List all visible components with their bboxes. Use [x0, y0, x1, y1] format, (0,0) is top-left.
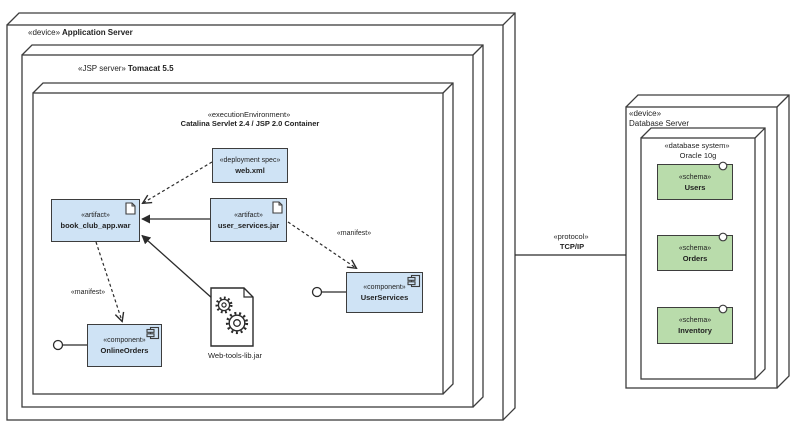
- app-server-stereotype: «device»: [28, 28, 61, 37]
- document-icon: [125, 202, 136, 215]
- user-services-stereotype: «component»: [363, 284, 406, 291]
- orders-name: Orders: [682, 253, 708, 263]
- userservices-interface-lollipop: [311, 286, 346, 298]
- deployment-spec-web-xml: «deployment spec» web.xml: [212, 148, 288, 183]
- inventory-name: Inventory: [678, 326, 712, 335]
- app-server-name: Application Server: [62, 28, 133, 37]
- manifest-right-text: «manifest»: [336, 230, 372, 237]
- manifest-jar-to-userservices: [287, 221, 356, 268]
- schema-inventory: «schema» Inventory: [657, 304, 733, 344]
- exec-env-stereotype: «executionEnvironment»: [207, 110, 291, 119]
- manifest-left-text: «manifest»: [70, 289, 106, 296]
- onlineorders-interface-lollipop: [52, 339, 87, 351]
- protocol-name: TCP/IP: [559, 242, 585, 251]
- manifest-label-right: «manifest»: [326, 230, 382, 238]
- user-services-name: UserServices: [360, 293, 409, 302]
- manifest-war-to-onlineorders: [95, 241, 122, 321]
- component-user-services: «component» UserServices: [346, 272, 423, 313]
- execution-environment-label: «executionEnvironment» Catalina Servlet …: [50, 110, 450, 128]
- component-icon: [146, 326, 160, 340]
- interface-circle-icon: [718, 232, 728, 242]
- schema-users: «schema» Users: [657, 161, 733, 200]
- exec-env-name: Catalina Servlet 2.4 / JSP 2.0 Container: [180, 118, 320, 128]
- jsp-server-stereotype: «JSP server»: [78, 64, 126, 73]
- protocol-stereotype: «protocol»: [553, 232, 589, 241]
- interface-circle-icon: [718, 304, 728, 314]
- db-server-label: «device» Database Server: [629, 109, 689, 129]
- db-server-stereotype: «device»: [629, 109, 662, 118]
- users-stereotype: «schema»: [678, 173, 712, 181]
- users-name: Users: [684, 182, 706, 192]
- orders-stereotype: «schema»: [678, 244, 712, 252]
- gears-document-icon: [210, 287, 254, 347]
- component-online-orders: «component» OnlineOrders: [87, 324, 162, 367]
- online-orders-name: OnlineOrders: [100, 346, 149, 355]
- web-xml-stereotype: «deployment spec»: [219, 157, 281, 164]
- manifest-label-left: «manifest»: [60, 289, 116, 297]
- web-tools-lib-name: Web-tools-lib.jar: [207, 351, 263, 360]
- web-xml-name: web.xml: [235, 166, 265, 175]
- app-server-label: «device»Application Server: [28, 28, 133, 37]
- war-stereotype: «artifact»: [81, 212, 110, 219]
- jar-name: user_services.jar: [217, 220, 280, 230]
- online-orders-stereotype: «component»: [103, 337, 146, 344]
- jsp-server-name: Tomacat 5.5: [127, 64, 174, 73]
- db-server-name: Database Server: [629, 119, 690, 128]
- artifact-user-services-jar: «artifact» user_services.jar: [210, 198, 287, 242]
- protocol-label: «protocol» TCP/IP: [522, 232, 622, 252]
- oracle-label: «database system» Oracle 10g: [641, 141, 755, 161]
- jsp-server-label: «JSP server»Tomacat 5.5: [78, 64, 174, 73]
- interface-circle-icon: [718, 161, 728, 171]
- artifact-book-club-app-war: «artifact» book_club_app.war: [51, 199, 140, 242]
- component-icon: [407, 274, 421, 288]
- oracle-name: Oracle 10g: [679, 151, 717, 160]
- schema-orders: «schema» Orders: [657, 232, 733, 271]
- dependency-webxml-to-war: [143, 161, 213, 203]
- war-name: book_club_app.war: [60, 221, 131, 230]
- oracle-stereotype: «database system»: [664, 141, 730, 150]
- arrow-webtools-to-war: [141, 234, 214, 300]
- web-tools-lib-label: Web-tools-lib.jar: [195, 352, 275, 360]
- document-icon: [272, 201, 283, 214]
- inventory-stereotype: «schema»: [678, 317, 712, 324]
- jar-stereotype: «artifact»: [234, 211, 263, 219]
